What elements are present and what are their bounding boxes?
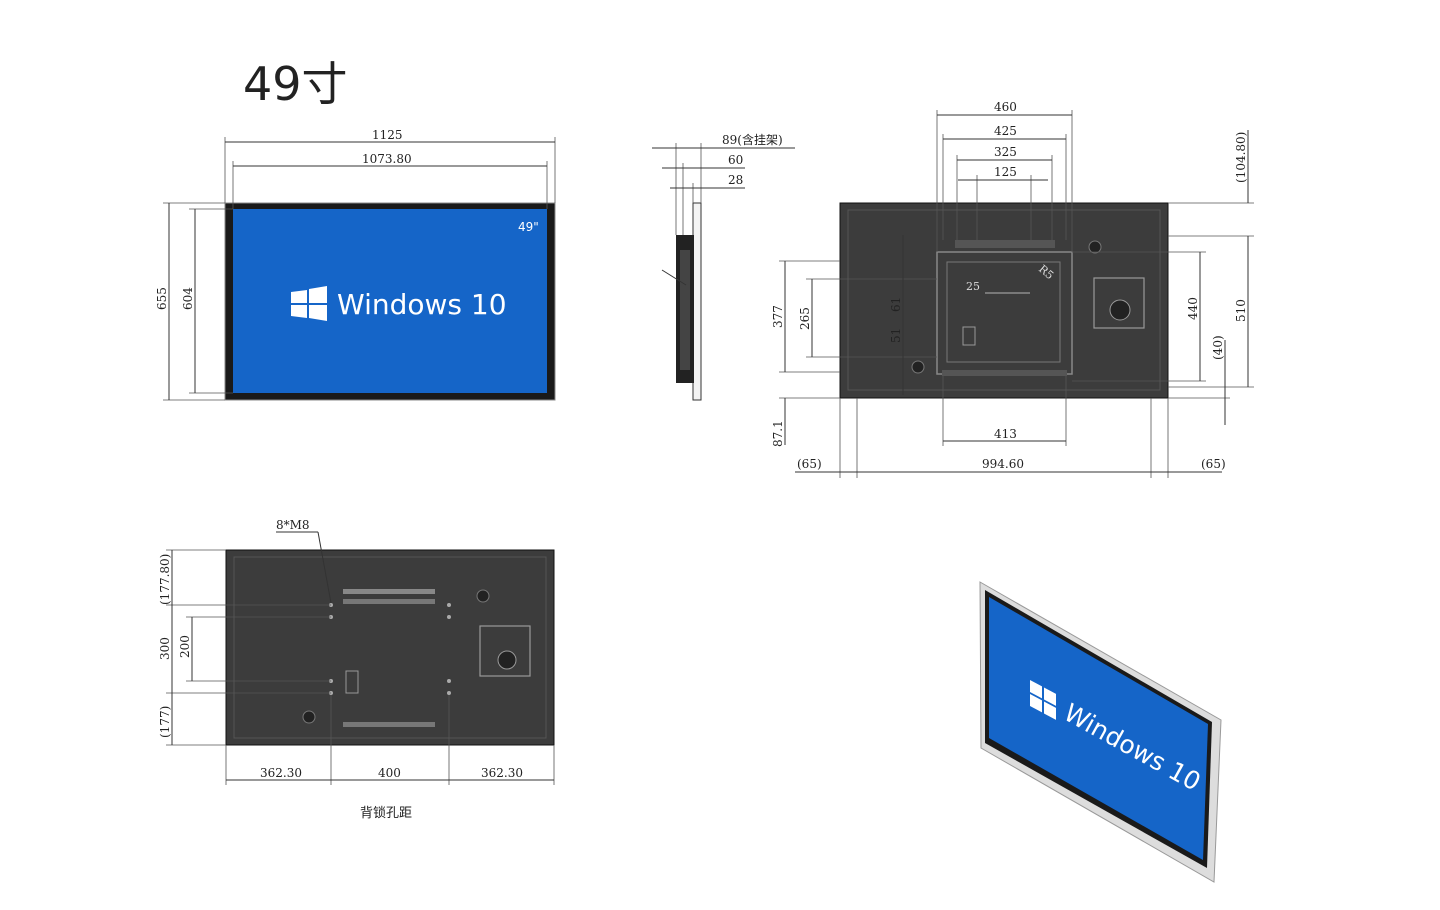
back-dim-61: 61 <box>889 297 903 312</box>
iso-screen <box>989 597 1208 860</box>
rear-dim-300: 300 <box>158 637 172 660</box>
front-height-inner: 604 <box>181 287 195 310</box>
front-view: Windows 10 49" 1125 1073.80 655 604 <box>155 128 556 401</box>
back-view: 460 425 325 125 25 R5 377 265 61 51 87.1 <box>771 100 1254 478</box>
windows-logo-icon <box>291 286 327 321</box>
back-dim-377: 377 <box>771 305 785 328</box>
back-dim-87: 87.1 <box>771 420 785 447</box>
front-os-text: Windows 10 <box>337 288 507 321</box>
rear-dim-200: 200 <box>178 635 192 658</box>
back-dim-265: 265 <box>798 307 812 330</box>
rear-dim-bottom-right: 362.30 <box>481 766 523 780</box>
front-screen <box>233 209 547 393</box>
rear-dim-bottom-left: 362.30 <box>260 766 302 780</box>
back-dim-994: 994.60 <box>982 457 1024 471</box>
back-dim-65-right: (65) <box>1201 457 1226 471</box>
side-body <box>692 202 702 401</box>
back-dim-510: 510 <box>1234 299 1248 322</box>
port-box <box>1093 277 1145 329</box>
isometric-view: Windows 10 <box>979 581 1222 883</box>
rear-caption: 背锁孔距 <box>360 805 412 821</box>
front-size-badge: 49" <box>518 220 539 234</box>
back-dim-104: (104.80) <box>1234 132 1248 183</box>
back-dim-65-left: (65) <box>797 457 822 471</box>
front-width-inner: 1073.80 <box>362 152 412 166</box>
rear-dim-1778: (177.80) <box>158 554 172 605</box>
rear-port-box <box>479 625 531 677</box>
rear-dim-177: (177) <box>158 706 172 738</box>
screw-label: 8*M8 <box>276 518 310 532</box>
back-dim-325: 325 <box>994 145 1017 159</box>
iso-windows-logo-icon <box>1030 680 1056 720</box>
side-view: 89(含挂架) 60 28 <box>652 132 795 401</box>
back-dim-51: 51 <box>889 328 903 343</box>
back-dim-40: (40) <box>1211 335 1225 360</box>
back-dim-413: 413 <box>994 427 1017 441</box>
rear-panel <box>225 549 555 746</box>
side-depth-body: 28 <box>728 173 743 187</box>
front-width-outer: 1125 <box>372 128 403 142</box>
rear-holes-view: 8*M8 (177.80) 300 200 (177) 362.30 400 3… <box>158 518 555 821</box>
side-depth-mid: 60 <box>728 153 743 167</box>
front-height-outer: 655 <box>155 287 169 310</box>
back-panel <box>839 202 1169 399</box>
back-dim-125: 125 <box>994 165 1017 179</box>
page-title: 49寸 <box>243 57 348 111</box>
side-depth-bracket: 89(含挂架) <box>722 132 783 147</box>
back-dim-440: 440 <box>1186 297 1200 320</box>
back-dim-425: 425 <box>994 124 1017 138</box>
rear-dim-bottom-mid: 400 <box>378 766 401 780</box>
back-dim-25: 25 <box>966 280 980 293</box>
back-dim-460: 460 <box>994 100 1017 114</box>
